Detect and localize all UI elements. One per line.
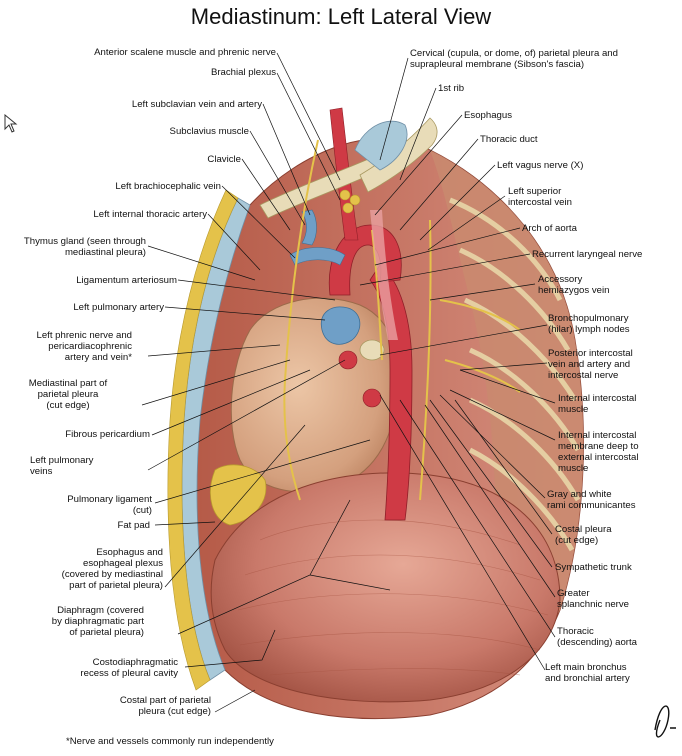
label-superior-intercostal-vein: Left superior intercostal vein <box>508 186 572 208</box>
label-fat-pad: Fat pad <box>117 520 150 531</box>
label-anterior-scalene: Anterior scalene muscle and phrenic nerv… <box>94 47 276 58</box>
label-bronchopulmonary-nodes: Bronchopulmonary (hilar) lymph nodes <box>548 313 630 335</box>
label-ligamentum-arteriosum: Ligamentum arteriosum <box>76 275 177 286</box>
label-left-pulmonary-artery: Left pulmonary artery <box>73 302 164 313</box>
label-thoracic-aorta: Thoracic (descending) aorta <box>557 626 637 648</box>
label-left-phrenic: Left phrenic nerve and pericardiacophren… <box>36 330 132 363</box>
label-left-pulmonary-veins: Left pulmonary veins <box>30 455 94 477</box>
label-costal-pleura: Costal pleura (cut edge) <box>555 524 612 546</box>
diaphragm <box>210 472 561 703</box>
label-subclavius: Subclavius muscle <box>169 126 249 137</box>
label-pulmonary-ligament: Pulmonary ligament (cut) <box>67 494 152 516</box>
footnote: *Nerve and vessels commonly run independ… <box>66 736 274 747</box>
label-left-vagus: Left vagus nerve (X) <box>497 160 584 171</box>
label-mediastinal-pleura: Mediastinal part of parietal pleura (cut… <box>28 378 108 411</box>
label-subclavian-vein-artery: Left subclavian vein and artery <box>131 99 262 110</box>
diaphragm-striations <box>237 519 549 676</box>
label-internal-intercostal-muscle: Internal intercostal muscle <box>558 393 637 415</box>
pulmonary-vein-upper <box>338 350 358 370</box>
leader-lines <box>141 52 556 713</box>
label-costodiaphragmatic-recess: Costodiaphragmatic recess of pleural cav… <box>80 657 178 679</box>
label-clavicle: Clavicle <box>207 154 241 165</box>
pulmonary-artery <box>320 306 361 345</box>
label-internal-thoracic: Left internal thoracic artery <box>93 209 207 220</box>
label-brachiocephalic-vein: Left brachiocephalic vein <box>115 181 221 192</box>
label-esophagus: Esophagus <box>464 110 513 121</box>
pulmonary-vein-lower <box>362 388 382 408</box>
label-costal-parietal-pleura: Costal part of parietal pleura (cut edge… <box>119 695 211 717</box>
subclavian-vein <box>301 209 317 246</box>
label-greater-splanchnic: Greater splanchnic nerve <box>557 588 629 610</box>
ribs <box>449 197 581 552</box>
label-sympathetic-trunk: Sympathetic trunk <box>555 562 632 573</box>
label-cervical-pleura: Cervical (cupula, or dome, of) parietal … <box>410 48 618 70</box>
brachiocephalic-vein <box>289 247 346 266</box>
mouse-cursor-icon <box>4 114 18 133</box>
brachial-plexus <box>339 189 361 214</box>
label-esophagus-plexus: Esophagus and esophageal plexus (covered… <box>61 547 163 591</box>
label-posterior-intercostal: Posterior intercostal vein and artery an… <box>548 348 633 381</box>
label-diaphragm: Diaphragm (covered by diaphragmatic part… <box>51 605 144 638</box>
label-arch-of-aorta: Arch of aorta <box>522 223 577 234</box>
pericardium <box>230 297 399 493</box>
esophagus <box>370 210 398 340</box>
label-1st-rib: 1st rib <box>438 83 465 94</box>
label-fibrous-pericardium: Fibrous pericardium <box>65 429 150 440</box>
label-accessory-hemiazygos: Accessory hemiazygos vein <box>538 274 610 296</box>
left-main-bronchus <box>359 339 385 361</box>
label-recurrent-laryngeal: Recurrent laryngeal nerve <box>532 249 643 260</box>
anterior-fat <box>167 189 239 691</box>
label-brachial-plexus: Brachial plexus <box>210 67 276 78</box>
label-internal-intercostal-membrane: Internal intercostal membrane deep to ex… <box>558 430 639 474</box>
artist-signature <box>654 705 676 738</box>
label-left-main-bronchus: Left main bronchus and bronchial artery <box>545 662 630 684</box>
label-thoracic-duct: Thoracic duct <box>480 134 538 145</box>
page-title: Mediastinum: Left Lateral View <box>190 4 492 29</box>
cupula <box>354 120 408 171</box>
label-thymus: Thymus gland (seen through mediastinal p… <box>23 236 146 258</box>
label-rami-communicantes: Gray and white rami communicantes <box>547 489 636 511</box>
